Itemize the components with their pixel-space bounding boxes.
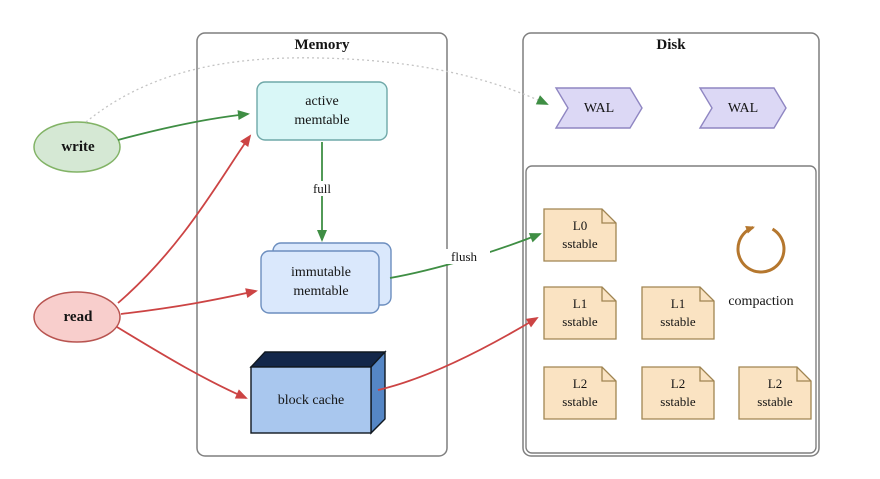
sstable-l1b-label: L1 sstable	[642, 295, 714, 331]
sstable-l1b-shape	[641, 286, 715, 340]
read-to-immutable-memtable-arrow	[120, 288, 258, 315]
block-cache-side-face	[370, 350, 386, 435]
sstable-l2b-label: L2 sstable	[642, 375, 714, 411]
sstable-l2a-label: L2 sstable	[544, 375, 616, 411]
sstable-word: sstable	[660, 394, 696, 409]
block-cache-shape	[249, 350, 387, 435]
sstable-l1a-fold	[601, 287, 616, 302]
sstable-l2a-fold	[601, 367, 616, 382]
sstable-word: sstable	[562, 314, 598, 329]
sstable-l2c-fold	[796, 367, 811, 382]
block-cache-label: block cache	[277, 393, 345, 408]
disk-title: Disk	[656, 37, 686, 53]
sstable-l0-shape	[543, 208, 617, 262]
wal-shape-2	[698, 87, 787, 129]
active-memtable-shape	[256, 81, 388, 141]
sstable-word: sstable	[757, 394, 793, 409]
sstable-l0-label: L0 sstable	[544, 217, 616, 253]
block-cache-to-sstable-arrow	[377, 316, 539, 391]
write-to-active-memtable-arrow	[117, 110, 250, 141]
sstable-level: L1	[572, 296, 588, 311]
write-label: write	[61, 139, 95, 155]
flush-edge-label: flush	[438, 249, 490, 264]
sstable-word: sstable	[660, 314, 696, 329]
sstable-l1a-shape	[543, 286, 617, 340]
sstable-l2b-shape	[641, 366, 715, 420]
sstable-level: L2	[767, 376, 783, 391]
sstable-level: L2	[572, 376, 588, 391]
read-to-block-cache-arrow	[116, 326, 248, 399]
sstable-l2c-shape	[738, 366, 812, 420]
wal-shape-1	[554, 87, 643, 129]
block-cache-top-face	[249, 351, 387, 368]
read-node	[33, 291, 121, 343]
sstable-l2c-label: L2 sstable	[739, 375, 811, 411]
sstable-l1a-label: L1 sstable	[544, 295, 616, 331]
sstable-l2a-shape	[543, 366, 617, 420]
memory-title: Memory	[294, 37, 350, 53]
sstable-shapes	[543, 208, 812, 420]
immutable-memtable-label: immutable memtable	[291, 265, 351, 299]
compaction-label: compaction	[728, 294, 794, 309]
active-memtable-label: active memtable	[294, 94, 350, 128]
sstable-level: L2	[670, 376, 686, 391]
sstable-level: L0	[572, 218, 588, 233]
block-cache-front-face	[250, 366, 372, 434]
sstable-l0-fold	[601, 209, 616, 224]
write-to-wal-arrow	[85, 57, 549, 123]
compaction-circular-arrow-icon	[736, 225, 786, 274]
sstable-word: sstable	[562, 394, 598, 409]
sstable-l1b-fold	[699, 287, 714, 302]
read-to-active-memtable-arrow	[117, 134, 252, 304]
full-edge-label: full	[302, 181, 342, 196]
sstable-l2b-fold	[699, 367, 714, 382]
immutable-memtable-shape	[260, 250, 380, 314]
read-label: read	[63, 309, 93, 325]
sstable-word: sstable	[562, 236, 598, 251]
wal-label-2: WAL	[727, 101, 759, 116]
sstable-level: L1	[670, 296, 686, 311]
write-node	[33, 121, 121, 173]
wal-label-1: WAL	[583, 101, 615, 116]
